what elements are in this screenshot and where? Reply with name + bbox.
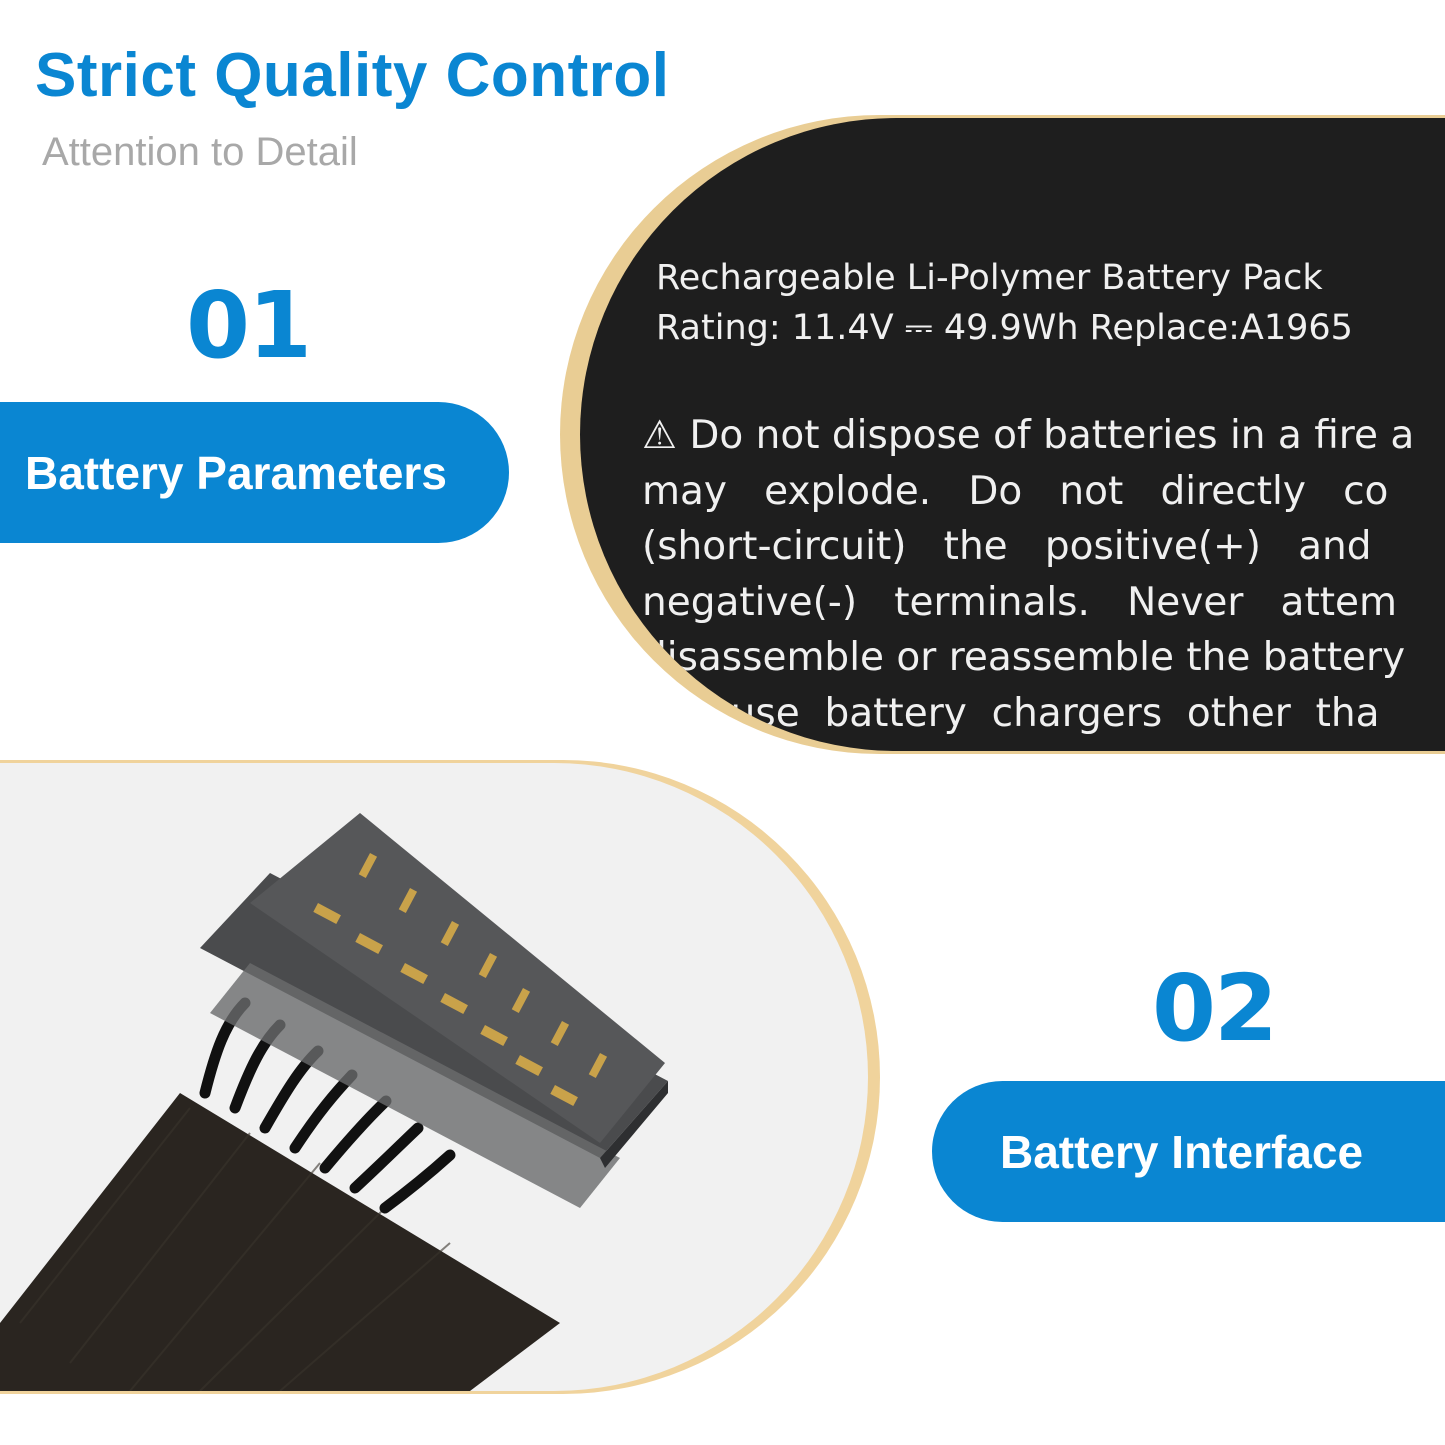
battery-label-warning: ⚠ Do not dispose of batteries in a fire … [642, 413, 1415, 736]
battery-label-line-1: Rechargeable Li-Polymer Battery Pack [656, 258, 1323, 298]
page-subtitle: Attention to Detail [42, 130, 358, 174]
battery-parameters-badge: Battery Parameters [0, 402, 509, 543]
connector-pins [313, 853, 608, 1107]
connector-photo-panel [0, 763, 868, 1391]
battery-label-panel: Rechargeable Li-Polymer Battery Pack Rat… [580, 118, 1445, 751]
battery-label-photo: Rechargeable Li-Polymer Battery Pack Rat… [560, 115, 1445, 754]
battery-label-line-2: Rating: 11.4V ⎓ 49.9Wh Replace:A1965 [656, 308, 1353, 348]
section-number-01: 01 [186, 272, 312, 379]
section-number-02: 02 [1152, 955, 1278, 1062]
cable-sleeve [0, 1093, 560, 1391]
connector-photo [0, 760, 880, 1394]
connector-illustration [0, 813, 668, 1391]
page-title: Strict Quality Control [35, 41, 670, 110]
battery-interface-badge: Battery Interface [932, 1081, 1445, 1222]
